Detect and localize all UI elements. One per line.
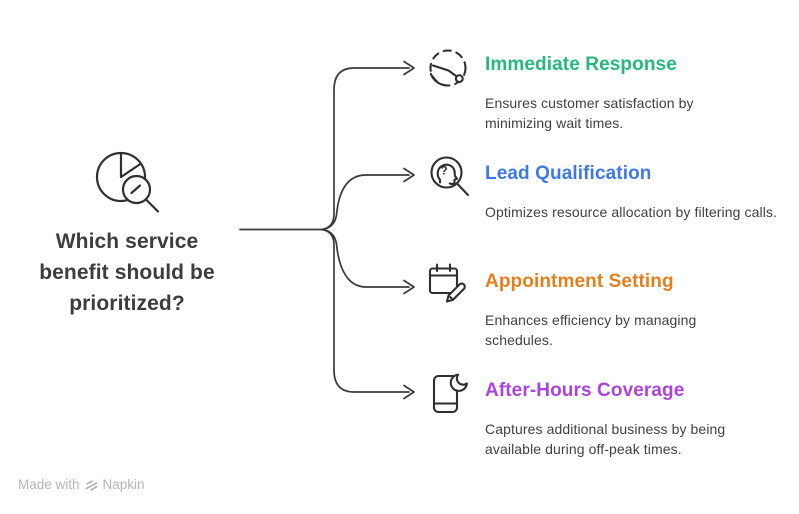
- response-time-icon: [426, 44, 472, 92]
- branch-description: Ensures customer satisfaction by minimiz…: [485, 95, 694, 131]
- napkin-logo-icon: [85, 479, 97, 491]
- branch-line-4: [321, 228, 410, 393]
- branch-description: Enhances efficiency by managing schedule…: [485, 312, 697, 348]
- central-question: Which service benefit should be prioriti…: [39, 230, 215, 315]
- svg-text:?: ?: [441, 166, 448, 178]
- arrowhead-3: [403, 279, 415, 295]
- branch-line-2: [321, 174, 410, 231]
- branch-title: After-Hours Coverage: [485, 380, 685, 401]
- branch-line-3: [321, 228, 410, 288]
- branch-line-1: [321, 67, 410, 231]
- watermark-made-with-label: Made with: [18, 477, 80, 492]
- napkin-watermark: Made with Napkin: [18, 477, 145, 492]
- phone-moon-icon: [426, 370, 472, 418]
- lead-search-icon: ?: [426, 153, 472, 201]
- arrowhead-2: [403, 167, 415, 183]
- branch-title: Lead Qualification: [485, 163, 652, 184]
- calendar-pencil-icon: [426, 261, 472, 309]
- branch-description: Optimizes resource allocation by filteri…: [485, 204, 778, 220]
- arrowhead-1: [403, 60, 415, 76]
- branch-title: Appointment Setting: [485, 271, 674, 292]
- watermark-brand-label: Napkin: [102, 477, 145, 492]
- arrowhead-4: [403, 384, 415, 400]
- branch-title: Immediate Response: [485, 54, 677, 75]
- branch-description: Captures additional business by being av…: [485, 421, 726, 457]
- pie-chart-magnifier-icon: [88, 146, 168, 226]
